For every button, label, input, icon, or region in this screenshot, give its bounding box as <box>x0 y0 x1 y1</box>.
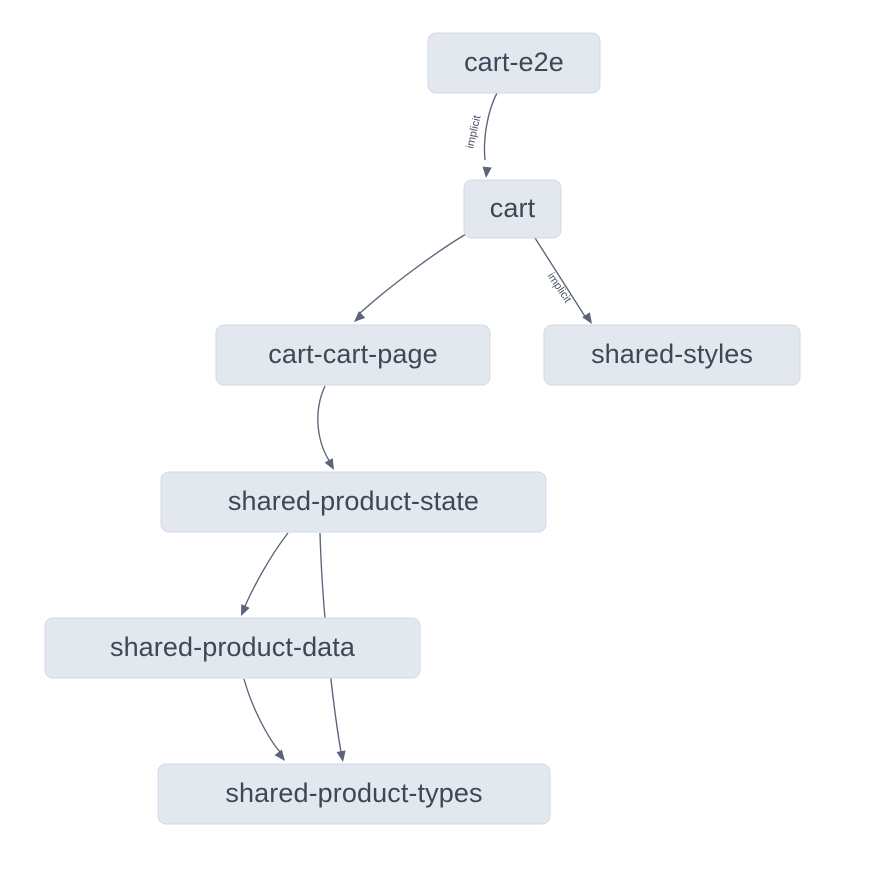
graph-node-cart-cart-page[interactable]: cart-cart-page <box>215 324 491 386</box>
node-label: shared-styles <box>591 339 753 369</box>
edge-arrowhead-icon <box>274 749 285 761</box>
edge-line <box>359 233 467 314</box>
graph-edge <box>243 678 285 761</box>
edges-layer <box>241 92 592 762</box>
edge-label: implicit <box>464 114 483 149</box>
graph-edge <box>534 237 592 324</box>
node-label: cart-e2e <box>464 47 564 77</box>
edge-arrowhead-icon <box>324 458 334 470</box>
edge-arrowhead-icon <box>482 166 492 178</box>
graph-edge <box>354 233 467 322</box>
node-box[interactable] <box>215 324 491 386</box>
node-box[interactable] <box>160 471 547 533</box>
node-label: cart <box>490 193 536 223</box>
node-box[interactable] <box>427 32 601 94</box>
graph-edge <box>317 385 334 470</box>
graph-node-shared-product-data[interactable]: shared-product-data <box>44 617 421 679</box>
graph-node-shared-styles[interactable]: shared-styles <box>543 324 801 386</box>
node-box[interactable] <box>543 324 801 386</box>
edge-line <box>534 237 587 319</box>
edge-line <box>317 385 331 463</box>
node-label: cart-cart-page <box>268 339 437 369</box>
edge-label: implicit <box>545 271 574 306</box>
node-label: shared-product-data <box>110 632 356 662</box>
graph-edge <box>482 92 498 178</box>
edge-arrowhead-icon <box>336 750 346 762</box>
edge-arrowhead-icon <box>582 312 592 324</box>
graph-node-shared-product-state[interactable]: shared-product-state <box>160 471 547 533</box>
node-box[interactable] <box>157 763 551 825</box>
edge-arrowhead-icon <box>241 604 250 616</box>
edge-line <box>483 92 498 161</box>
node-box[interactable] <box>44 617 421 679</box>
edge-line <box>244 532 289 607</box>
node-label: shared-product-state <box>228 486 479 516</box>
graph-node-shared-product-types[interactable]: shared-product-types <box>157 763 551 825</box>
node-box[interactable] <box>463 179 562 239</box>
edge-line <box>243 678 281 753</box>
graph-node-cart[interactable]: cart <box>463 179 562 239</box>
edge-arrowhead-icon <box>354 311 366 322</box>
graph-node-cart-e2e[interactable]: cart-e2e <box>427 32 601 94</box>
node-label: shared-product-types <box>225 778 482 808</box>
nodes-layer: cart-e2e cart cart-cart-page shared-styles s… <box>44 32 801 825</box>
graph-edge <box>241 532 289 616</box>
